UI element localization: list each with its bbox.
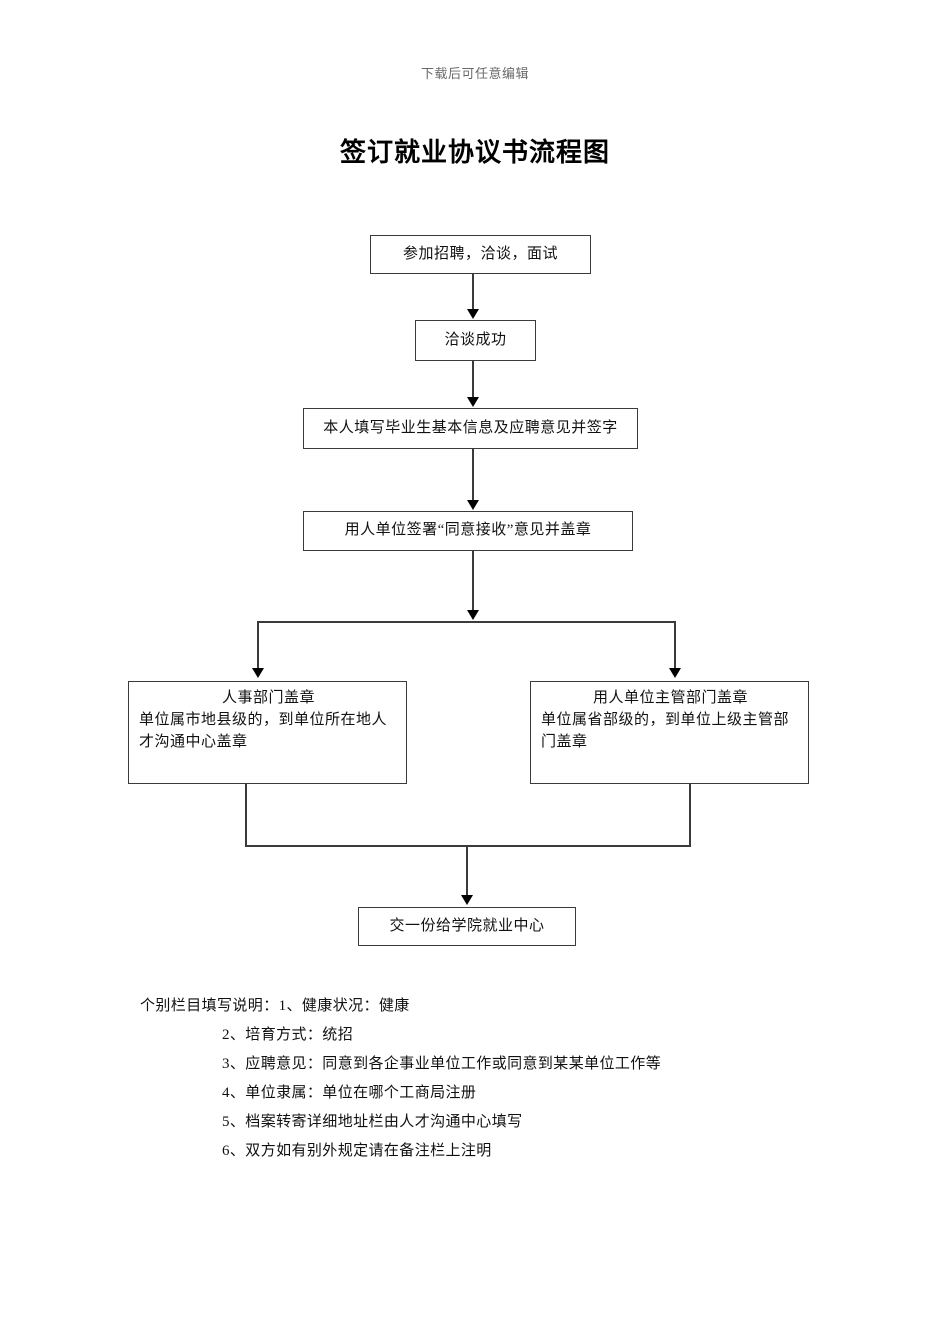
flow-node-label: 用人单位签署“同意接收”意见并盖章	[344, 522, 592, 539]
flow-node-label: 本人填写毕业生基本信息及应聘意见并签字	[323, 419, 618, 436]
connector-arrow-split-stem	[467, 610, 479, 620]
flowchart: 参加招聘，洽谈，面试 洽谈成功 本人填写毕业生基本信息及应聘意见并签字 用人单位…	[128, 235, 809, 946]
connector-arrow-merge-stem	[461, 895, 473, 905]
connector-arrow-2	[467, 397, 479, 407]
connector-line-3	[472, 449, 474, 500]
flow-node-employer-sign-accept: 用人单位签署“同意接收”意见并盖章	[303, 511, 633, 551]
note-line-4: 5、档案转寄详细地址栏由人才沟通中心填写	[222, 1114, 523, 1130]
note-line-2: 3、应聘意见：同意到各企事业单位工作或同意到某某单位工作等	[222, 1056, 662, 1072]
connector-line-merge-stem	[466, 845, 468, 896]
flow-node-heading: 用人单位主管部门盖章	[592, 690, 748, 706]
flow-node-submit-to-career-center: 交一份给学院就业中心	[358, 907, 576, 946]
connector-line-merge-left	[245, 784, 247, 846]
flow-node-supervising-department-seal: 用人单位主管部门盖章 单位属省部级的，到单位上级主管部门盖章	[530, 681, 809, 784]
connector-arrow-3	[467, 500, 479, 510]
flow-node-label: 洽谈成功	[444, 331, 507, 348]
flow-node-participate-recruitment: 参加招聘，洽谈，面试	[370, 235, 591, 274]
flow-node-body: 单位属省部级的，到单位上级主管部门盖章	[541, 711, 790, 750]
connector-arrow-split-right	[669, 668, 681, 678]
flow-node-label: 参加招聘，洽谈，面试	[402, 245, 558, 262]
note-line-3: 4、单位隶属：单位在哪个工商局注册	[222, 1085, 477, 1101]
flow-node-label: 交一份给学院就业中心	[389, 917, 545, 934]
download-hint-text: 下载后可任意编辑	[420, 66, 529, 81]
note-line-0: 个别栏目填写说明：1、健康状况：健康	[140, 998, 410, 1014]
flow-node-hr-department-seal: 人事部门盖章 单位属市地县级的，到单位所在地人才沟通中心盖章	[128, 681, 407, 784]
connector-arrow-split-left	[252, 668, 264, 678]
notes-section: 个别栏目填写说明：1、健康状况：健康 2、培育方式：统招 3、应聘意见：同意到各…	[140, 992, 900, 1166]
note-line-5: 6、双方如有别外规定请在备注栏上注明	[222, 1143, 492, 1159]
connector-arrow-1	[467, 309, 479, 319]
connector-line-split-bar	[257, 621, 676, 623]
connector-line-merge-right	[689, 784, 691, 846]
flow-node-fill-graduate-info: 本人填写毕业生基本信息及应聘意见并签字	[303, 408, 638, 449]
connector-line-merge-bar	[245, 845, 691, 847]
connector-line-1	[472, 274, 474, 310]
flow-node-heading: 人事部门盖章	[221, 690, 315, 706]
connector-line-2	[472, 361, 474, 398]
flow-node-negotiation-success: 洽谈成功	[415, 320, 536, 361]
connector-line-split-right	[674, 621, 676, 669]
connector-line-split-stem	[472, 551, 474, 611]
connector-line-split-left	[257, 621, 259, 669]
flow-node-body: 单位属市地县级的，到单位所在地人才沟通中心盖章	[139, 711, 388, 750]
note-line-1: 2、培育方式：统招	[222, 1027, 354, 1043]
page-title: 签订就业协议书流程图	[339, 137, 610, 167]
